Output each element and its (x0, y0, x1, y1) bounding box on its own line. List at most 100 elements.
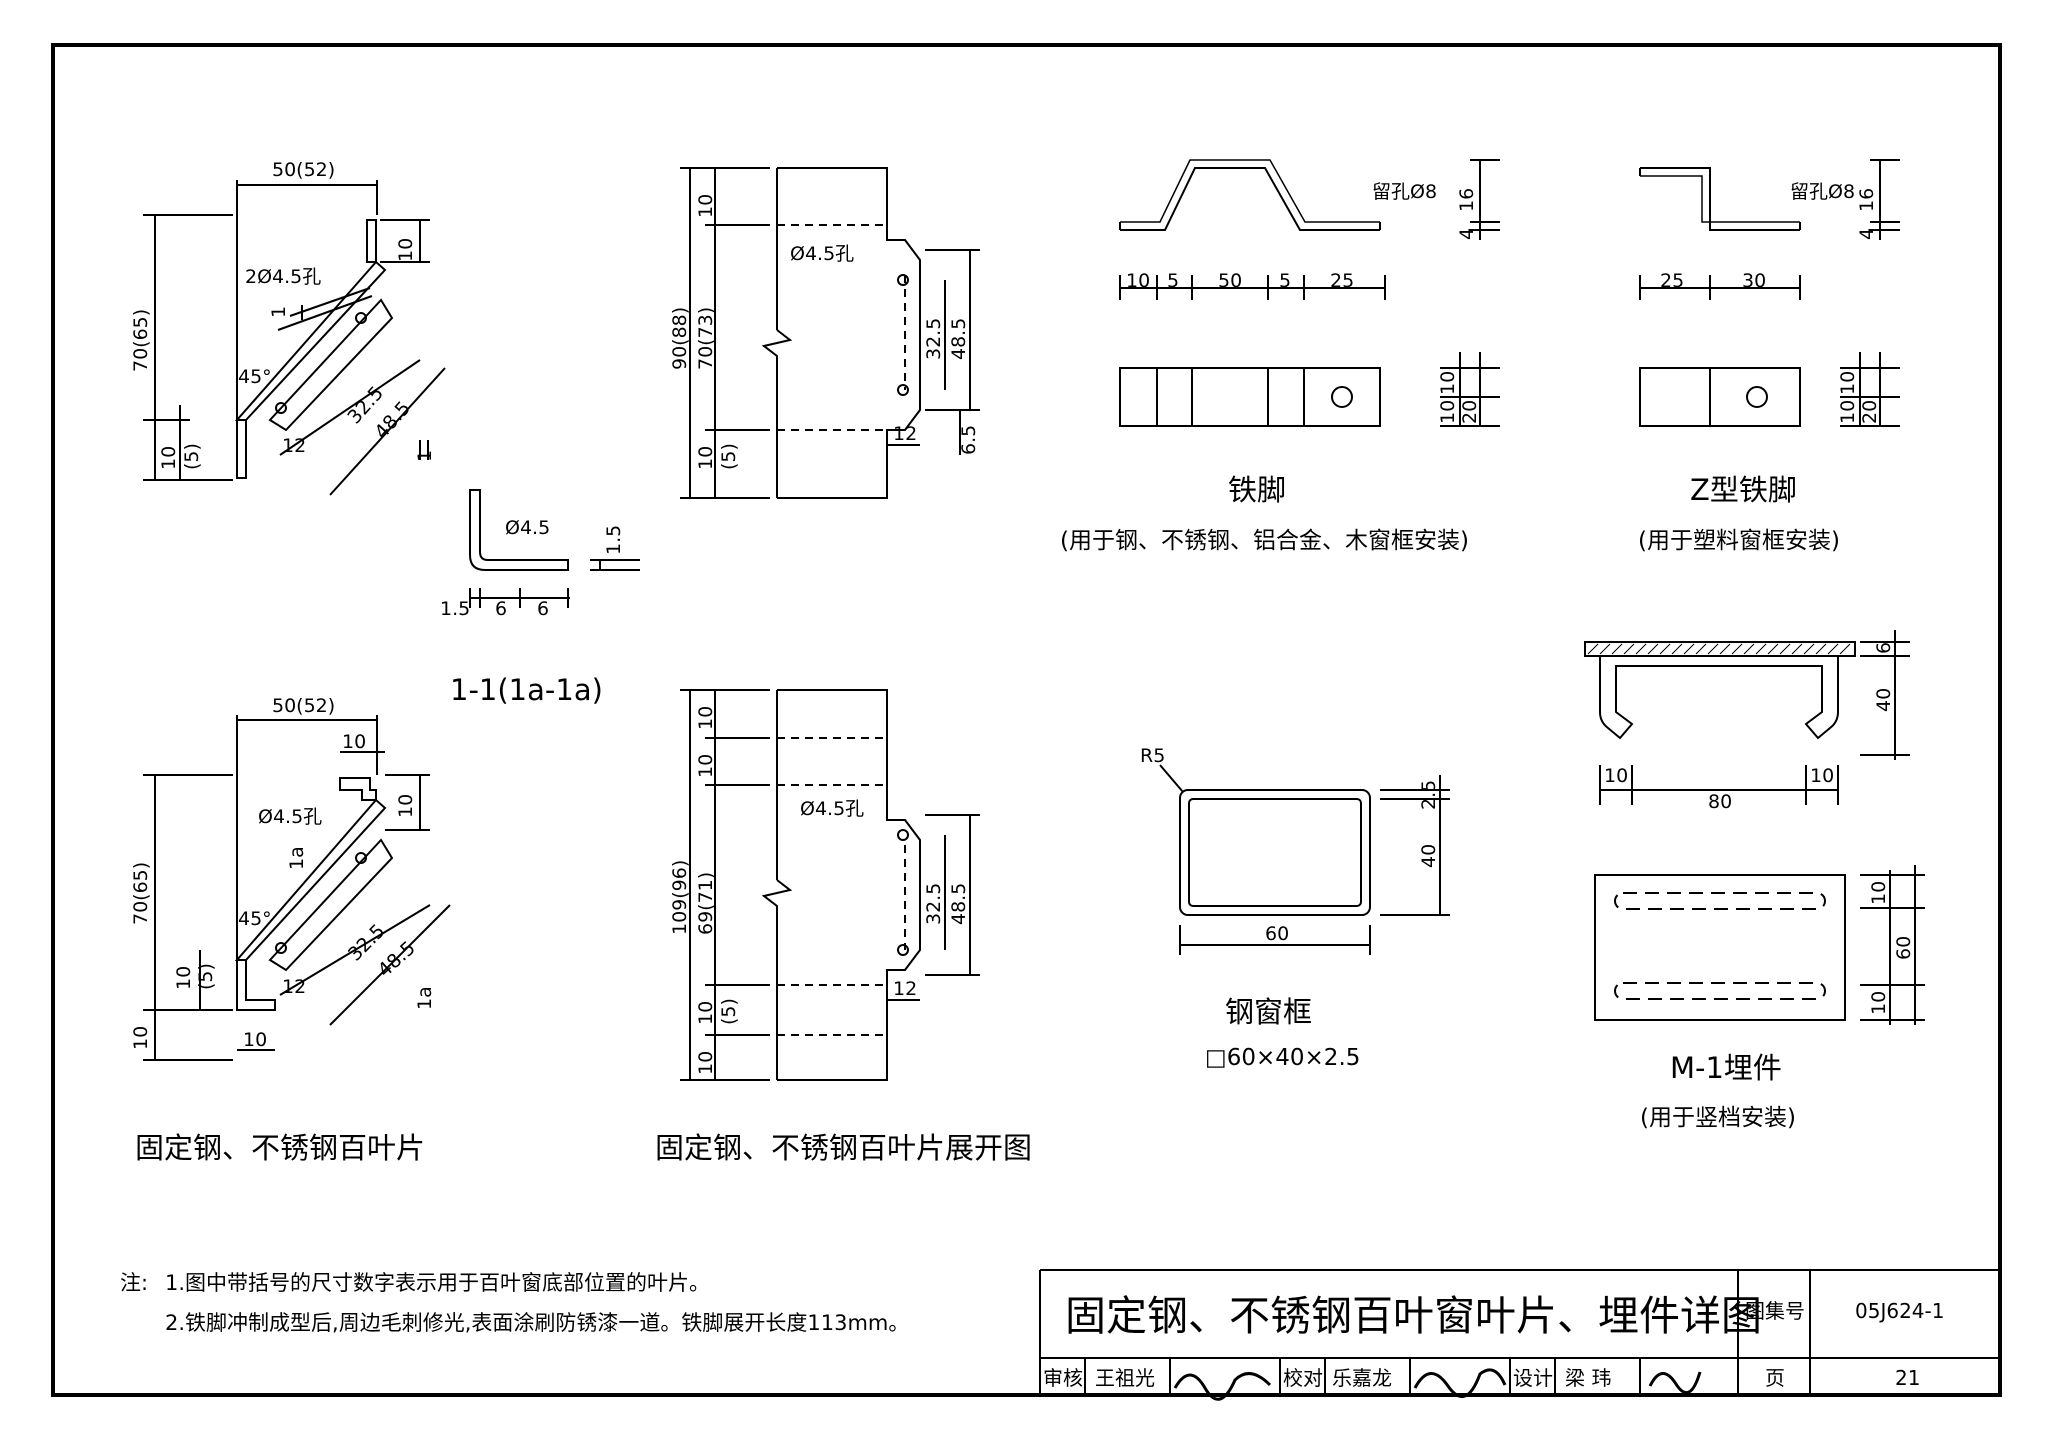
dim-b1-sec-b: 1 (414, 450, 436, 462)
dim-u1-h: 12 (893, 423, 917, 445)
dim-z-p3: 20 (1859, 400, 1881, 424)
unfold-top-drawing (680, 167, 980, 499)
dim-sec-t: 1.5 (603, 525, 625, 555)
design-label: 设计 (1513, 1366, 1553, 1390)
dim-z-t: 4 (1856, 228, 1878, 240)
dim-m1-w: 80 (1708, 791, 1732, 813)
dim-b2-m10: 10 (173, 966, 195, 990)
z-foot-drawing (1639, 159, 1900, 427)
dim-u1-c: 90(88) (669, 307, 691, 370)
dim-m1-p2: 60 (1893, 936, 1915, 960)
dim-u2-a: 10 (695, 706, 717, 730)
dim-m1-r: 10 (1810, 765, 1834, 787)
steel-frame-drawing (1159, 764, 1450, 955)
dim-b2-hole: Ø4.5孔 (258, 806, 322, 828)
dim-u2-i: 48.5 (948, 883, 970, 925)
dim-u1-e: (5) (718, 443, 740, 470)
dim-b1-angle: 45° (238, 366, 272, 388)
dim-frame-h: 40 (1418, 844, 1440, 868)
dim-b2-sec-a: 1a (286, 846, 308, 870)
page-no: 21 (1895, 1366, 1920, 1390)
dim-b2-top: 10 (342, 731, 366, 753)
dim-foot-p3: 20 (1459, 400, 1481, 424)
dim-foot-p1: 10 (1437, 371, 1459, 395)
caption-m1-use: (用于竖档安装) (1640, 1105, 1796, 1131)
dim-u2-b: 10 (695, 754, 717, 778)
caption-iron-foot: 铁脚 (1228, 473, 1286, 507)
signature-marks (1173, 1368, 1702, 1401)
dim-frame-w: 60 (1265, 923, 1289, 945)
reviewer-name: 王祖光 (1095, 1366, 1155, 1390)
dim-b1-12: 12 (282, 435, 306, 457)
page-label: 页 (1765, 1366, 1785, 1390)
m1-embed-drawing (1584, 630, 1925, 1025)
dim-b2-12: 12 (282, 976, 306, 998)
dim-b1-bot: 10 (158, 446, 180, 470)
note-1: 1.图中带括号的尺寸数字表示用于百叶窗底部位置的叶片。 (165, 1271, 710, 1295)
dim-z-p1: 10 (1837, 371, 1859, 395)
atlas-no: 05J624-1 (1855, 1299, 1944, 1323)
note-2: 2.铁脚冲制成型后,周边毛刺修光,表面涂刷防锈漆一道。铁脚展开长度113mm。 (165, 1311, 909, 1335)
dim-foot-s4: 25 (1330, 270, 1354, 292)
dim-b2-m5: (5) (195, 963, 217, 990)
dim-u1-d: 10 (695, 446, 717, 470)
dim-foot-p2: 10 (1437, 400, 1459, 424)
dim-frame-r: R5 (1140, 745, 1165, 767)
dim-b1-width: 50(52) (272, 159, 335, 181)
iron-foot-drawing (1119, 159, 1500, 427)
dim-u2-d: 109(96) (669, 860, 691, 935)
dim-b2-bot: 10 (130, 1026, 152, 1050)
dim-sec-w1: 1.5 (440, 598, 470, 620)
caption-steel-frame: 钢窗框 (1225, 995, 1312, 1029)
section-1-1-drawing (469, 489, 640, 608)
dim-sec-hole: Ø4.5 (505, 517, 550, 539)
caption-steel-frame-spec: □60×40×2.5 (1205, 1045, 1360, 1071)
dim-b2-angle: 45° (238, 908, 272, 930)
dim-foot-h: 16 (1456, 188, 1478, 212)
dim-b2-width: 50(52) (272, 695, 335, 717)
dim-u1-a: 10 (695, 194, 717, 218)
dim-m1-p1: 10 (1868, 881, 1890, 905)
dim-b2-height: 70(65) (130, 862, 152, 925)
dim-u2-e: 10 (695, 1001, 717, 1025)
dim-m1-p3: 10 (1868, 991, 1890, 1015)
check-label: 校对 (1283, 1366, 1323, 1390)
dim-sec-w3: 6 (537, 598, 549, 620)
dim-u2-h: 32.5 (923, 883, 945, 925)
dim-m1-l: 10 (1604, 765, 1628, 787)
dim-u1-f: 32.5 (923, 318, 945, 360)
dim-foot-s1: 5 (1167, 270, 1179, 292)
dim-b2-sec-b: 1a (414, 986, 436, 1010)
dim-b1-hole: 2Ø4.5孔 (245, 266, 321, 288)
caption-m1: M-1埋件 (1670, 1051, 1782, 1085)
caption-unfold: 固定钢、不锈钢百叶片展开图 (655, 1131, 1032, 1165)
dim-foot-s3: 5 (1279, 270, 1291, 292)
atlas-label: 图集号 (1745, 1299, 1805, 1323)
section-caption: 1-1(1a-1a) (450, 673, 603, 707)
dim-u1-g: 48.5 (948, 318, 970, 360)
caption-z-foot-use: (用于塑料窗框安装) (1638, 528, 1840, 554)
dim-z-h: 16 (1856, 188, 1878, 212)
caption-iron-foot-use: (用于钢、不锈钢、铝合金、木窗框安装) (1060, 528, 1469, 554)
dim-b1-top: 10 (395, 238, 417, 262)
dim-m1-h: 40 (1873, 688, 1895, 712)
dim-u2-g: 10 (695, 1051, 717, 1075)
dim-u2-f: (5) (718, 998, 740, 1025)
dim-z-p2: 10 (1837, 400, 1859, 424)
dim-foot-hole: 留孔Ø8 (1372, 181, 1437, 203)
dim-foot-s2: 50 (1218, 270, 1242, 292)
caption-blade: 固定钢、不锈钢百叶片 (135, 1131, 425, 1165)
review-label: 审核 (1043, 1366, 1083, 1390)
dim-z-hole: 留孔Ø8 (1790, 181, 1855, 203)
dim-m1-t: 6 (1873, 642, 1895, 654)
drawing-title: 固定钢、不锈钢百叶窗叶片、埋件详图 (1065, 1292, 1762, 1340)
dim-sec-w2: 6 (495, 598, 507, 620)
sheet-border (51, 43, 2002, 1397)
dim-u1-hole: Ø4.5孔 (790, 243, 854, 265)
dim-z-s0: 25 (1660, 270, 1684, 292)
dim-u2-j: 12 (893, 978, 917, 1000)
designer-name: 梁 玮 (1565, 1366, 1611, 1390)
blade-top-drawing (143, 180, 446, 496)
dim-foot-s0: 10 (1126, 270, 1150, 292)
